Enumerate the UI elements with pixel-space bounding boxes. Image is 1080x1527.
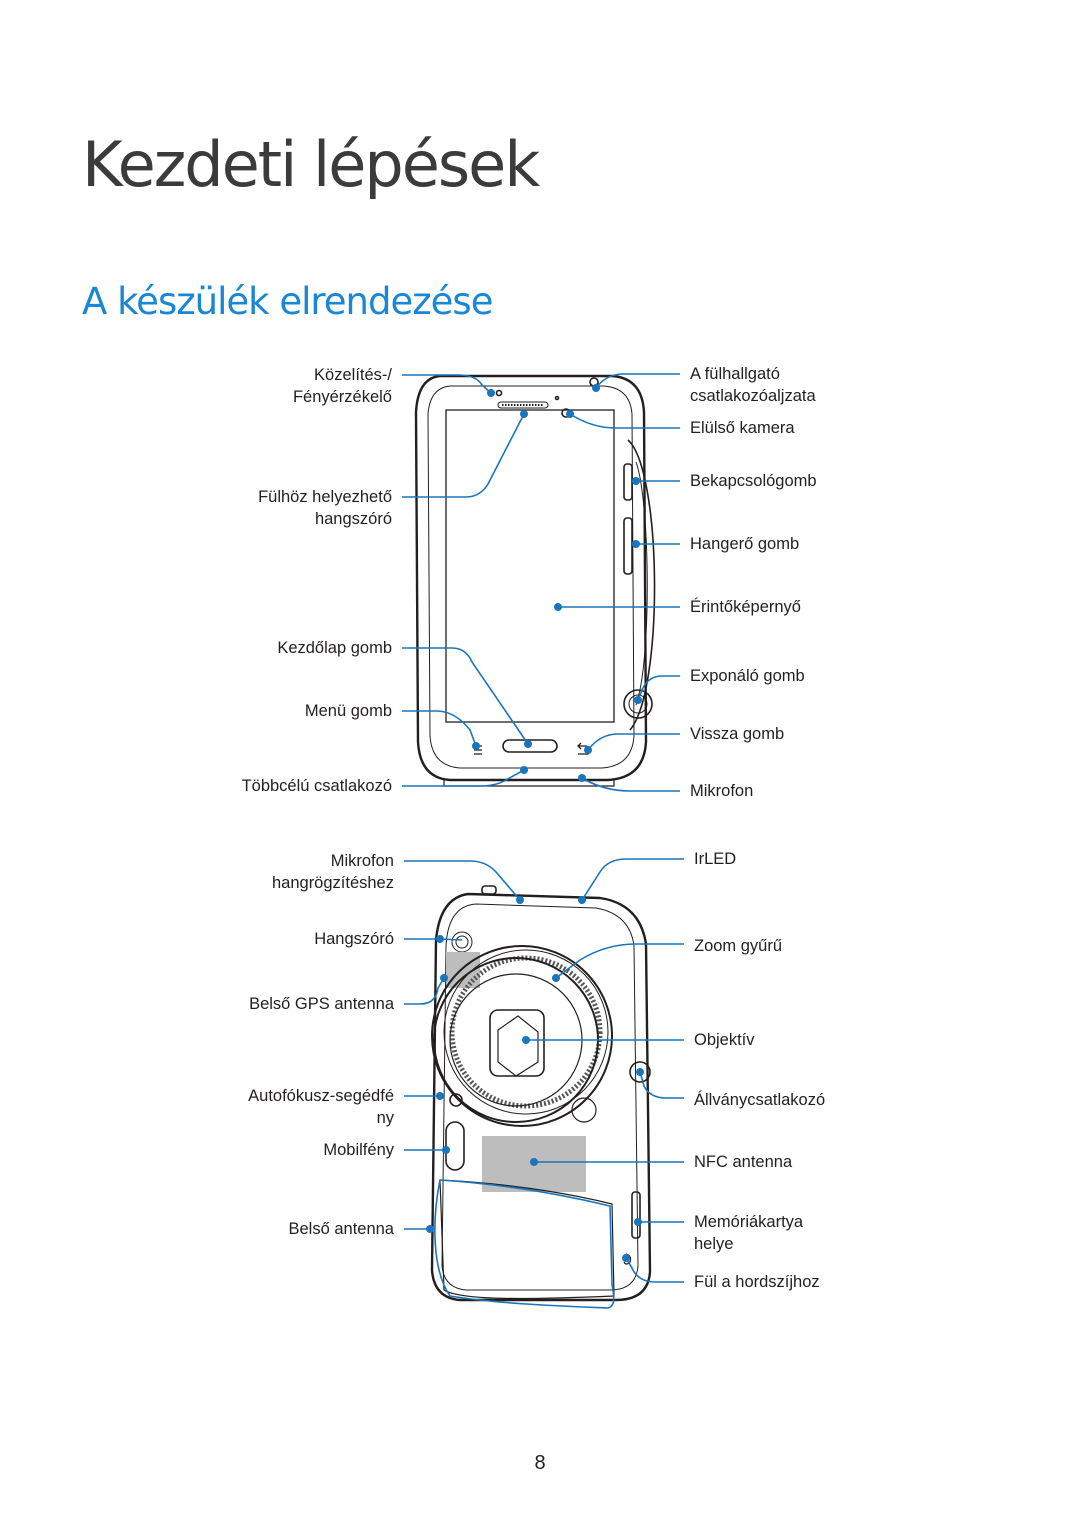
section-title: A készülék elrendezése bbox=[82, 280, 493, 323]
chapter-title: Kezdeti lépések bbox=[82, 128, 540, 201]
label-line: Exponáló gomb bbox=[690, 667, 805, 685]
label-line: Hangerő gomb bbox=[690, 535, 800, 553]
label-touchscreen: Érintőképernyő bbox=[690, 596, 801, 618]
label-line: helye bbox=[694, 1235, 734, 1253]
front-phone-illustration bbox=[414, 374, 656, 787]
back-callout-dots bbox=[426, 896, 644, 1262]
label-line: Többcélú csatlakozó bbox=[241, 777, 392, 795]
label-line: Hangszóró bbox=[314, 930, 394, 948]
label-line: Kezdőlap gomb bbox=[277, 639, 392, 657]
label-line: Menü gomb bbox=[304, 702, 392, 720]
label-menu-button: Menü gomb bbox=[305, 700, 392, 722]
label-line: Állványcsatlakozó bbox=[694, 1091, 826, 1109]
label-line: Objektív bbox=[694, 1031, 755, 1049]
front-callout-dots bbox=[472, 384, 642, 782]
label-recording-mic: Mikrofon hangrögzítéshez bbox=[272, 850, 394, 894]
label-line: Bekapcsológomb bbox=[690, 472, 817, 490]
label-line: hangszóró bbox=[314, 510, 392, 528]
label-home-button: Kezdőlap gomb bbox=[277, 637, 392, 659]
label-line: IrLED bbox=[694, 850, 737, 868]
label-earpiece: Fülhöz helyezhető hangszóró bbox=[258, 486, 392, 530]
label-strap-hole: Fül a hordszíjhoz bbox=[694, 1271, 820, 1293]
label-flash: Mobilfény bbox=[323, 1139, 394, 1161]
label-main-antenna: Belső antenna bbox=[288, 1218, 394, 1240]
label-irled: IrLED bbox=[694, 848, 736, 870]
label-volume-button: Hangerő gomb bbox=[690, 533, 799, 555]
label-lens: Objektív bbox=[694, 1029, 755, 1051]
label-speaker: Hangszóró bbox=[314, 928, 394, 950]
label-proximity-light-sensor: Közelítés-/ Fényérzékelő bbox=[293, 364, 392, 408]
label-line: Autofókusz-segédfé bbox=[248, 1087, 394, 1105]
label-memory-card-slot: Memóriákartya helye bbox=[694, 1211, 803, 1255]
label-line: Belső antenna bbox=[288, 1220, 394, 1238]
label-line: hangrögzítéshez bbox=[271, 874, 394, 892]
label-line: ny bbox=[376, 1109, 394, 1127]
label-gps-antenna: Belső GPS antenna bbox=[249, 993, 394, 1015]
label-nfc-antenna: NFC antenna bbox=[694, 1151, 792, 1173]
label-multipurpose-jack: Többcélú csatlakozó bbox=[242, 775, 392, 797]
label-line: Zoom gyűrű bbox=[694, 937, 783, 955]
label-microphone: Mikrofon bbox=[690, 780, 753, 802]
label-tripod-socket: Állványcsatlakozó bbox=[694, 1089, 825, 1111]
label-zoom-ring: Zoom gyűrű bbox=[694, 935, 782, 957]
back-camera-illustration bbox=[430, 885, 652, 1302]
label-headset-jack: A fülhallgató csatlakozóaljzata bbox=[690, 363, 816, 407]
label-back-button: Vissza gomb bbox=[690, 723, 784, 745]
label-front-camera: Elülső kamera bbox=[690, 417, 795, 439]
label-line: Érintőképernyő bbox=[690, 598, 801, 616]
label-line: A fülhallgató bbox=[690, 365, 780, 383]
label-line: Elülső kamera bbox=[690, 419, 795, 437]
label-line: Vissza gomb bbox=[690, 725, 785, 743]
back-callouts bbox=[404, 858, 684, 1309]
label-line: csatlakozóaljzata bbox=[690, 387, 816, 405]
page-number: 8 bbox=[534, 1452, 546, 1474]
label-line: NFC antenna bbox=[694, 1153, 793, 1171]
label-power-button: Bekapcsológomb bbox=[690, 470, 817, 492]
label-line: Mikrofon bbox=[690, 782, 754, 800]
label-line: Fül a hordszíjhoz bbox=[694, 1273, 820, 1291]
front-callouts bbox=[402, 373, 680, 792]
label-line: Fülhöz helyezhető bbox=[258, 488, 392, 506]
label-line: Mikrofon bbox=[330, 852, 394, 870]
label-line: Fényérzékelő bbox=[292, 388, 392, 406]
label-line: Belső GPS antenna bbox=[249, 995, 394, 1013]
label-line: Mobilfény bbox=[323, 1141, 394, 1159]
label-line: Memóriákartya bbox=[694, 1213, 804, 1231]
label-shutter-button: Exponáló gomb bbox=[690, 665, 805, 687]
label-af-assist-light: Autofókusz-segédfé ny bbox=[248, 1085, 394, 1129]
label-line: Közelítés-/ bbox=[314, 366, 392, 384]
